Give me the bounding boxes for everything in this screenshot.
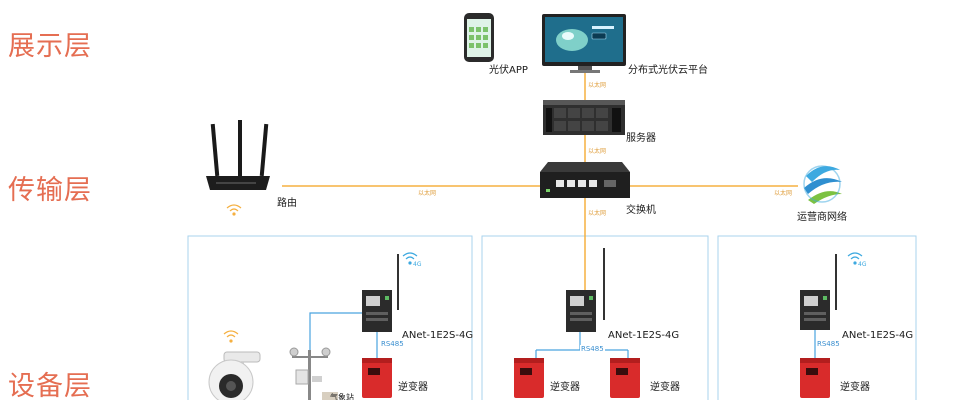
rs485-label-3: RS485 bbox=[816, 340, 841, 348]
device-group-frame-3 bbox=[717, 235, 917, 400]
ethernet-label-right: 以太网 bbox=[774, 190, 793, 197]
wifi-label-3: 4G bbox=[858, 261, 867, 268]
router-label: 路由 bbox=[277, 198, 297, 209]
inverter-2b-icon bbox=[610, 358, 640, 398]
server-label: 服务器 bbox=[626, 133, 656, 144]
router-icon bbox=[206, 120, 270, 190]
inverter-2b-label: 逆变器 bbox=[650, 382, 680, 393]
ethernet-label-mid: 以太网 bbox=[588, 148, 607, 155]
gateway-1-wifi-icon bbox=[402, 252, 418, 265]
phone-icon bbox=[464, 13, 494, 62]
inverter-2a-label: 逆变器 bbox=[550, 382, 580, 393]
ethernet-label-down: 以太网 bbox=[588, 210, 607, 217]
device-group-frame-2 bbox=[481, 235, 709, 400]
monitor-icon bbox=[542, 14, 626, 73]
platform-label: 分布式光伏云平台 bbox=[628, 65, 708, 76]
ethernet-label-top: 以太网 bbox=[588, 82, 607, 89]
inverter-1-label: 逆变器 bbox=[398, 382, 428, 393]
switch-label: 交换机 bbox=[626, 205, 656, 216]
wifi-label-1: 4G bbox=[413, 261, 422, 268]
device-group-frame-1 bbox=[187, 235, 473, 400]
transport-layer-title: 传输层 bbox=[8, 175, 92, 206]
gateway-3-icon bbox=[800, 254, 837, 330]
app-label: 光伏APP bbox=[489, 65, 528, 76]
device-layer-title: 设备层 bbox=[8, 371, 92, 400]
camera-wifi-icon bbox=[223, 330, 239, 343]
weather-station-label: 气象站 bbox=[330, 393, 354, 400]
server-icon bbox=[543, 100, 625, 135]
gateway-2-label: ANet-1E2S-4G bbox=[608, 330, 680, 341]
rs485-label-1: RS485 bbox=[380, 340, 405, 348]
inverter-2a-icon bbox=[514, 358, 544, 398]
rs485-label-2: RS485 bbox=[580, 345, 605, 353]
carrier-label: 运营商网络 bbox=[797, 212, 847, 223]
weather-station-icon bbox=[289, 347, 338, 400]
camera-icon bbox=[208, 351, 261, 400]
router-wifi-icon bbox=[226, 204, 242, 216]
ethernet-label-left: 以太网 bbox=[418, 190, 437, 197]
carrier-logo-icon bbox=[803, 165, 842, 204]
gateway-3-wifi-icon bbox=[847, 252, 863, 265]
display-layer-title: 展示层 bbox=[8, 31, 92, 62]
gateway-2-icon bbox=[566, 248, 605, 332]
switch-icon bbox=[540, 162, 630, 198]
gateway-1-label: ANet-1E2S-4G bbox=[402, 330, 474, 341]
inverter-3-label: 逆变器 bbox=[840, 382, 870, 393]
inverter-1-icon bbox=[362, 358, 392, 398]
gateway-1-icon bbox=[362, 254, 399, 332]
gateway-3-label: ANet-1E2S-4G bbox=[842, 330, 914, 341]
inverter-3-icon bbox=[800, 358, 830, 398]
